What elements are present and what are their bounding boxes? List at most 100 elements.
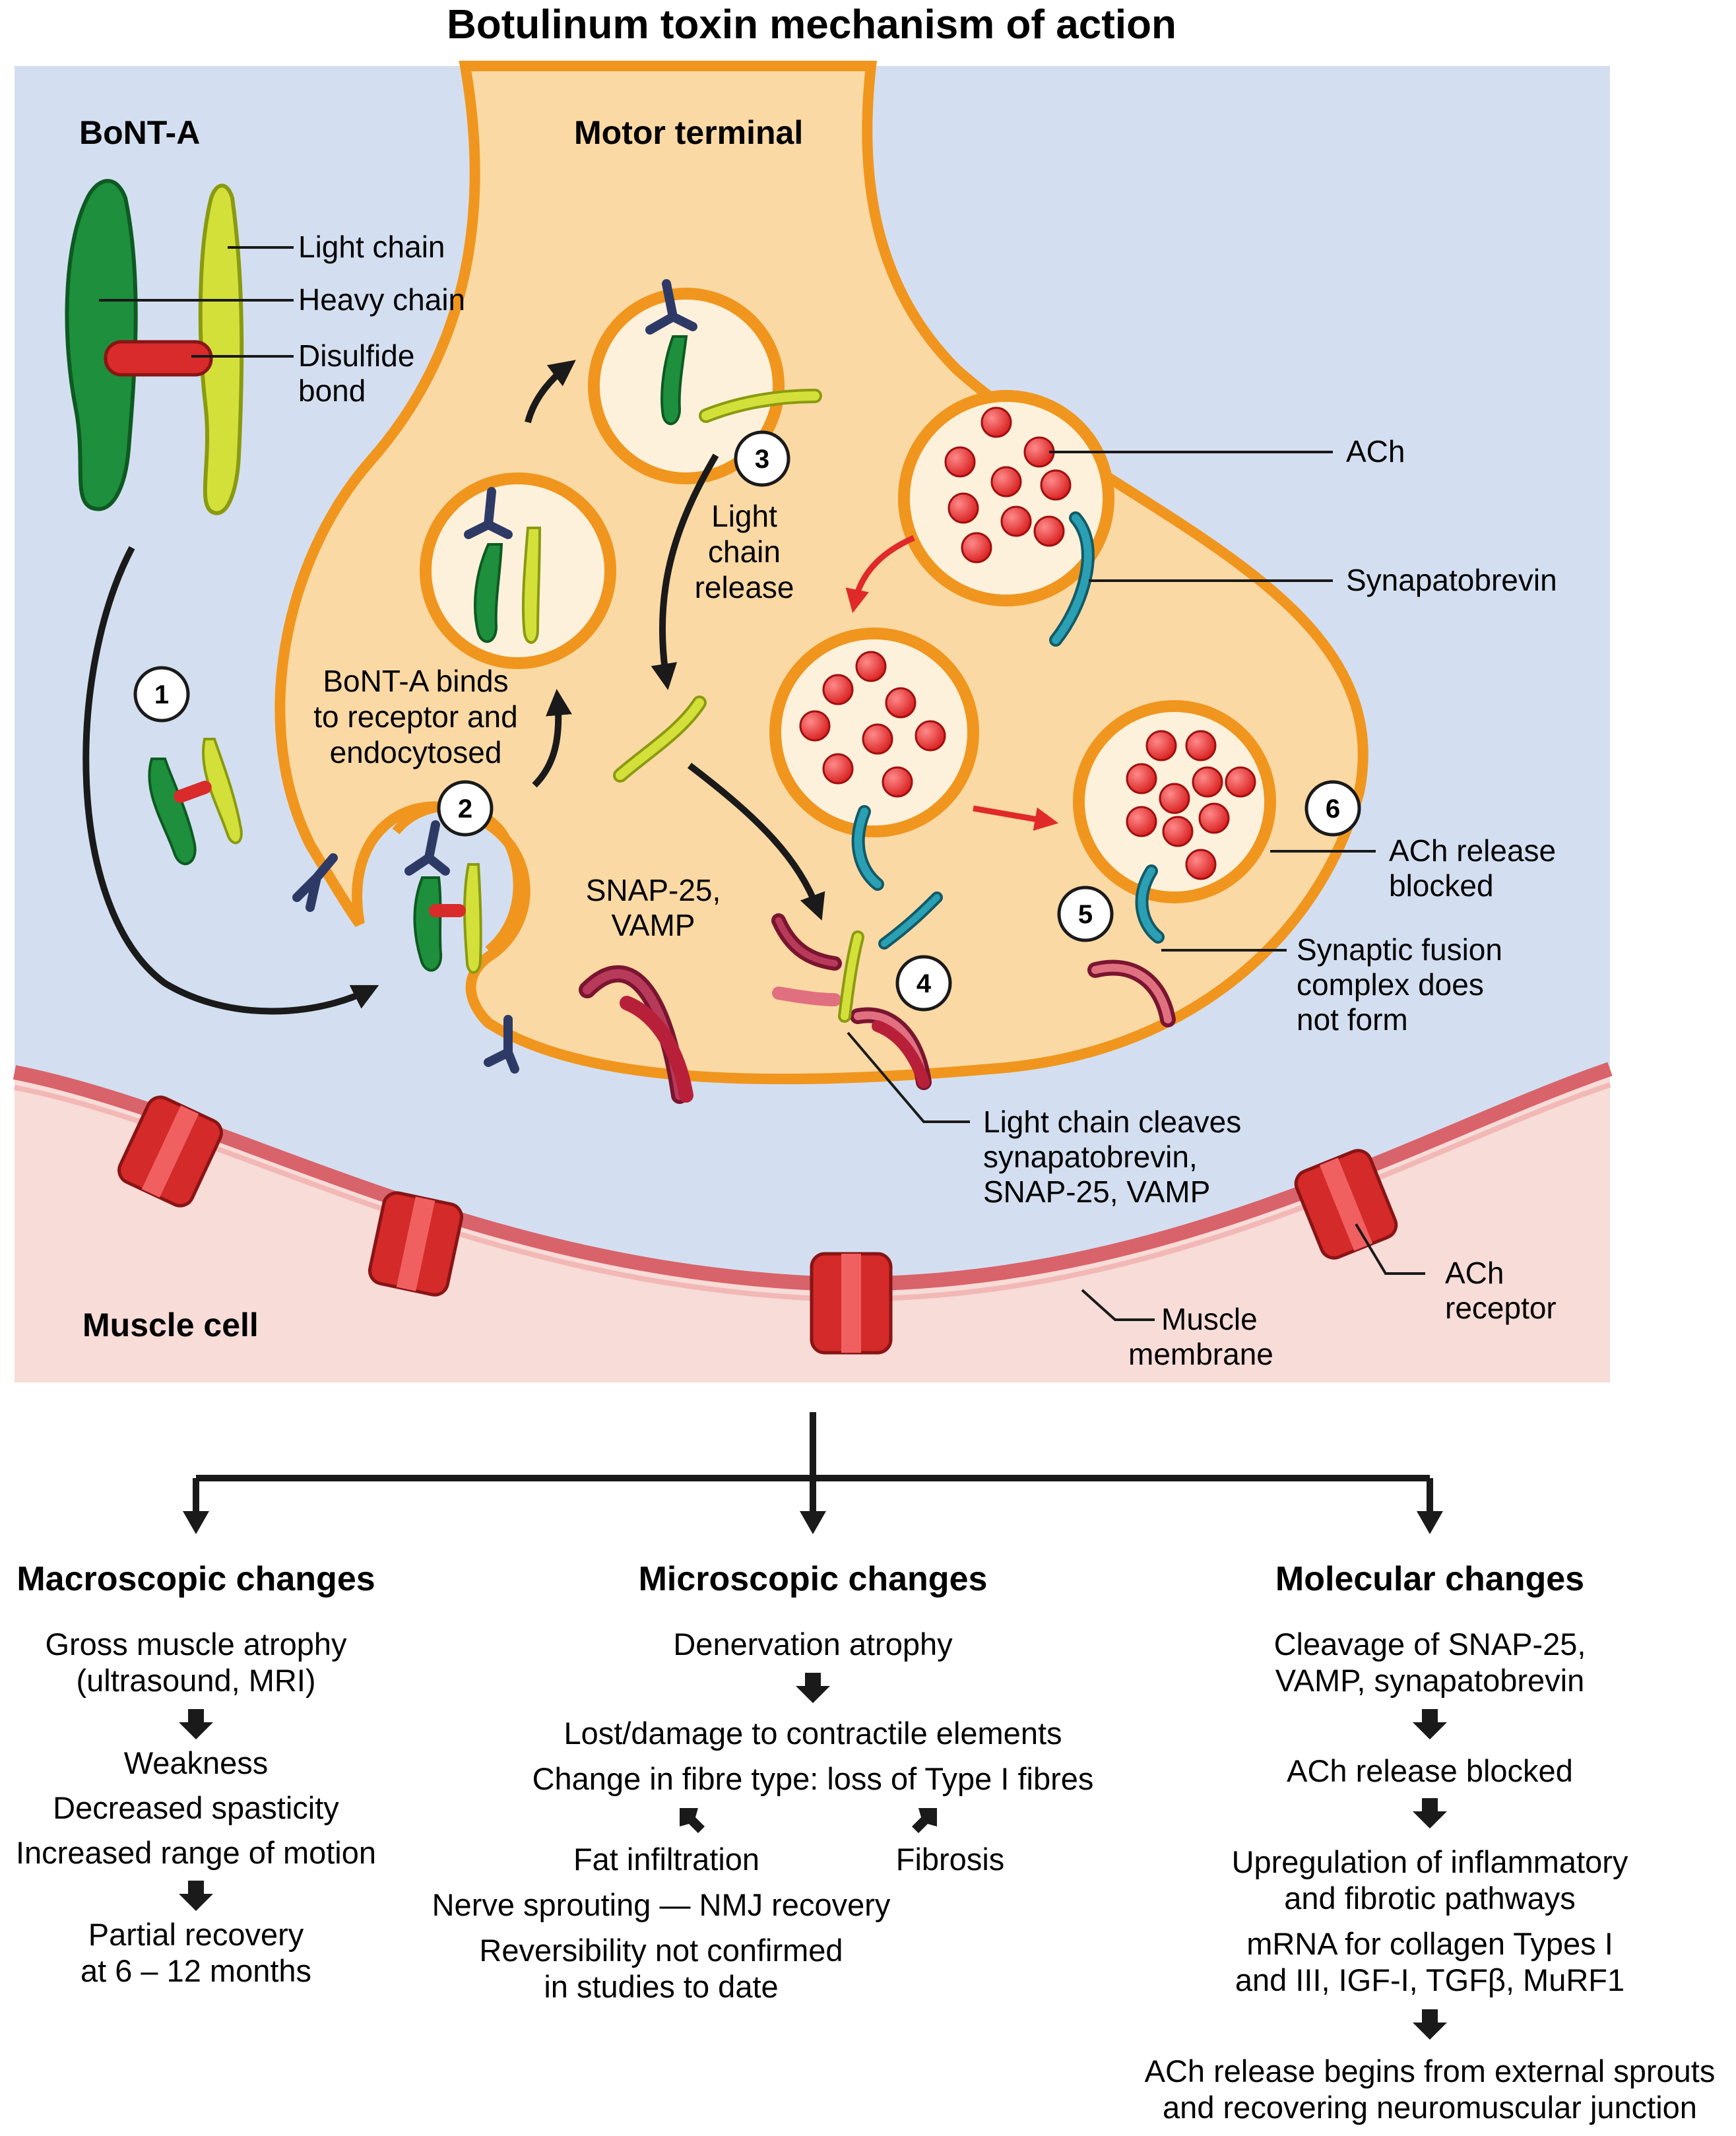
molecular-column: Molecular changes Cleavage of SNAP-25, V…: [1145, 1560, 1716, 2125]
step-marker: 3: [734, 430, 790, 487]
ach-vesicle-blocked: [1073, 700, 1276, 944]
light-chain-release-label: release: [695, 570, 794, 604]
column-line: Nerve sprouting — NMJ recovery: [432, 1887, 891, 1922]
fusion-complex-label: complex does: [1297, 967, 1484, 1002]
down-arrow-icon: [800, 1511, 826, 1534]
cleaves-label: synapatobrevin,: [983, 1140, 1198, 1174]
diagonal-arrow-icon: [680, 1808, 705, 1833]
column-heading: Macroscopic changes: [16, 1560, 375, 1598]
ach-receptor: [810, 1252, 893, 1355]
branch-connector: [193, 1412, 1433, 1511]
bont-a-small: [148, 738, 243, 866]
column-line: Cleavage of SNAP-25,: [1274, 1627, 1586, 1662]
down-arrow-icon: [796, 1673, 830, 1703]
heavy-chain-label: Heavy chain: [298, 282, 465, 317]
disulfide-bond: [104, 340, 213, 377]
column-line: mRNA for collagen Types I: [1246, 1926, 1613, 1961]
light-chain-label: Light chain: [298, 230, 445, 264]
snap25-vamp-label: VAMP: [612, 908, 695, 942]
muscle-cell-label: Muscle cell: [82, 1307, 259, 1343]
column-line: and fibrotic pathways: [1284, 1881, 1576, 1916]
column-line: ACh release blocked: [1287, 1753, 1573, 1788]
ach-vesicle: [898, 390, 1114, 647]
bont-a-label: BoNT-A: [79, 114, 200, 151]
cleaves-label: Light chain cleaves: [983, 1105, 1241, 1139]
step-marker: 6: [1304, 780, 1361, 837]
step-marker: 2: [437, 780, 494, 837]
disulfide-label: Disulfide: [298, 339, 414, 373]
receptor-icon: [292, 853, 338, 912]
svg-text:2: 2: [458, 794, 472, 824]
ach-vesicle: [769, 628, 979, 891]
column-line: Increased range of motion: [16, 1835, 376, 1870]
column-line: Fat infiltration: [573, 1842, 759, 1877]
leader-line: [1355, 1223, 1425, 1275]
svg-text:1: 1: [154, 680, 169, 709]
down-arrow-icon: [179, 1709, 213, 1739]
flow-arrow: [532, 689, 572, 788]
muscle-membrane-label: Muscle: [1161, 1302, 1258, 1336]
leader-line: [847, 1031, 970, 1123]
light-chain-release-label: chain: [708, 534, 781, 569]
down-arrow-icon: [1413, 1709, 1447, 1739]
motor-terminal-label: Motor terminal: [574, 114, 803, 151]
snap25-vamp-protein: [771, 891, 943, 1090]
down-arrow-icon: [1417, 1511, 1443, 1534]
down-arrow-icon: [1413, 2009, 1447, 2040]
disulfide-label: bond: [298, 373, 366, 408]
light-chain-release-label: Light: [711, 499, 777, 533]
down-arrow-icon: [183, 1511, 209, 1534]
column-line: at 6 – 12 months: [80, 1953, 311, 1988]
diagonal-arrow-icon: [912, 1808, 937, 1833]
column-line: and III, IGF-I, TGFβ, MuRF1: [1235, 1962, 1624, 1997]
down-arrow-icon: [179, 1881, 213, 1911]
snap25-vamp-protein: [1087, 959, 1176, 1027]
ach-receptor: [368, 1191, 464, 1297]
endocytosis-pocket: [392, 802, 523, 974]
column-line: Upregulation of inflammatory: [1232, 1844, 1628, 1879]
cleaves-label: SNAP-25, VAMP: [983, 1175, 1210, 1209]
heavy-chain: [65, 179, 138, 511]
svg-text:5: 5: [1078, 900, 1093, 929]
binds-receptor-label: endocytosed: [330, 735, 502, 769]
column-line: Change in fibre type: loss of Type I fib…: [532, 1761, 1094, 1796]
endosome-vesicle: [420, 472, 616, 669]
receptor-icon: [484, 1015, 519, 1074]
column-line: Decreased spasticity: [53, 1790, 339, 1825]
column-line: VAMP, synapatobrevin: [1275, 1663, 1585, 1698]
muscle-membrane-label: membrane: [1128, 1337, 1273, 1371]
red-arrow: [845, 534, 915, 614]
microscopic-column: Microscopic changes Denervation atrophy …: [432, 1560, 1094, 2004]
fusion-complex-label: not form: [1297, 1002, 1408, 1037]
flow-arrow: [525, 360, 576, 424]
column-line: (ultrasound, MRI): [76, 1663, 315, 1698]
ach-receptor-label: ACh: [1445, 1256, 1504, 1290]
diagram-title: Botulinum toxin mechanism of action: [447, 2, 1176, 48]
fusion-complex-label: Synaptic fusion: [1297, 932, 1502, 967]
column-heading: Microscopic changes: [639, 1560, 988, 1598]
flow-arrow: [651, 453, 719, 690]
flow-arrow: [687, 763, 825, 921]
down-arrow-icon: [1413, 1798, 1447, 1829]
macroscopic-column: Macroscopic changes Gross muscle atrophy…: [16, 1560, 376, 1988]
binds-receptor-label: BoNT-A binds: [323, 664, 508, 698]
column-line: Gross muscle atrophy: [45, 1627, 347, 1662]
ach-release-blocked-label: ACh release: [1389, 833, 1556, 868]
column-line: Fibrosis: [896, 1842, 1005, 1877]
svg-text:3: 3: [755, 445, 769, 474]
binds-receptor-label: to receptor and: [313, 699, 517, 734]
column-line: Partial recovery: [88, 1917, 304, 1952]
endosome-vesicle: [588, 279, 822, 484]
column-heading: Molecular changes: [1275, 1560, 1584, 1598]
ach-receptor-label: receptor: [1445, 1291, 1557, 1325]
step-marker: 5: [1057, 886, 1114, 942]
snap25-vamp-protein: [579, 965, 693, 1104]
muscle-cell: [15, 1069, 1610, 1382]
column-line: ACh release begins from external sprouts: [1145, 2054, 1716, 2088]
red-arrow: [973, 805, 1059, 831]
bont-a-molecule: [65, 179, 244, 515]
column-line: Lost/damage to contractile elements: [563, 1716, 1062, 1751]
synapatobrevin-label: Synapatobrevin: [1346, 563, 1557, 597]
step-marker: 4: [895, 955, 952, 1012]
